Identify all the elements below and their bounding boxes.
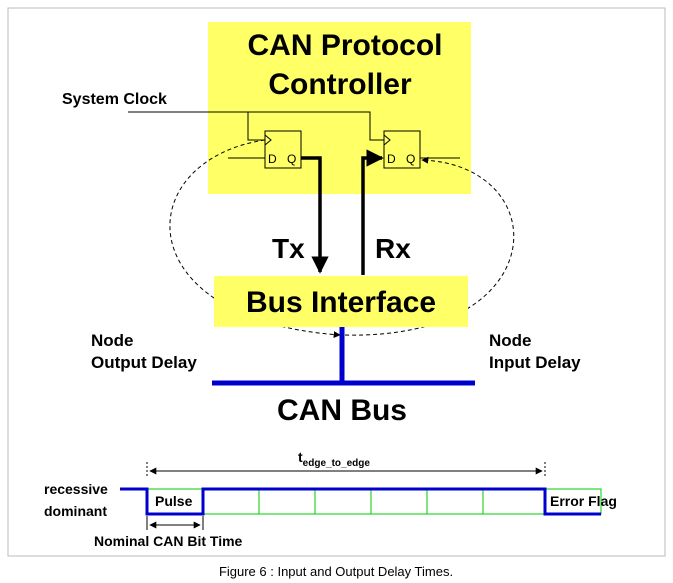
system-clock-label: System Clock: [62, 91, 167, 108]
flip-flop-left: [264, 130, 302, 169]
bit-cell: [482, 488, 546, 515]
bit-cell: [258, 488, 316, 515]
controller-title-line2: Controller: [268, 68, 412, 101]
recessive-label: recessive: [44, 481, 108, 497]
error-flag-label: Error Flag: [550, 493, 617, 509]
figure-frame: [7, 7, 666, 557]
ff-left-q: Q: [287, 152, 296, 166]
t-edge-to-edge-label: tedge_to_edge: [298, 449, 370, 469]
dominant-label: dominant: [44, 503, 107, 519]
bit-cells: [146, 488, 602, 515]
rx-label: Rx: [375, 233, 411, 264]
node-output-delay-line2: Output Delay: [91, 353, 197, 372]
flip-flop-right-clock-icon: [383, 134, 391, 146]
node-output-delay-line1: Node: [91, 331, 134, 350]
system-clock-line: [128, 111, 384, 141]
flip-flop-left-clock-icon: [264, 134, 272, 146]
bit-cell: [370, 488, 428, 515]
system-clock-branch: [247, 112, 265, 141]
tx-arrow: [301, 156, 329, 274]
bus-interface-box: [214, 276, 468, 327]
bit-cell: [314, 488, 372, 515]
rx-arrow: [361, 149, 384, 275]
ff-left-d: D: [268, 152, 277, 166]
figure-caption: Figure 6 : Input and Output Delay Times.: [219, 564, 453, 579]
can-bus-label: CAN Bus: [277, 394, 407, 427]
t-sub: edge_to_edge: [303, 458, 371, 469]
tx-label: Tx: [272, 233, 305, 264]
bus-interface-label: Bus Interface: [246, 286, 436, 319]
bus-waveform: [120, 487, 601, 516]
bit-cell: [426, 488, 484, 515]
t-main: t: [298, 449, 303, 465]
flip-flop-right: [383, 130, 421, 169]
ff-right-q: Q: [406, 152, 415, 166]
nominal-bit-time-label: Nominal CAN Bit Time: [94, 533, 243, 549]
node-input-delay-line2: Input Delay: [489, 353, 581, 372]
bit-cell: [202, 488, 260, 515]
controller-title-line1: CAN Protocol: [248, 29, 443, 62]
protocol-controller-box: [208, 22, 471, 194]
ff-right-d: D: [387, 152, 396, 166]
pulse-label: Pulse: [155, 493, 193, 509]
node-input-delay-line1: Node: [489, 331, 532, 350]
